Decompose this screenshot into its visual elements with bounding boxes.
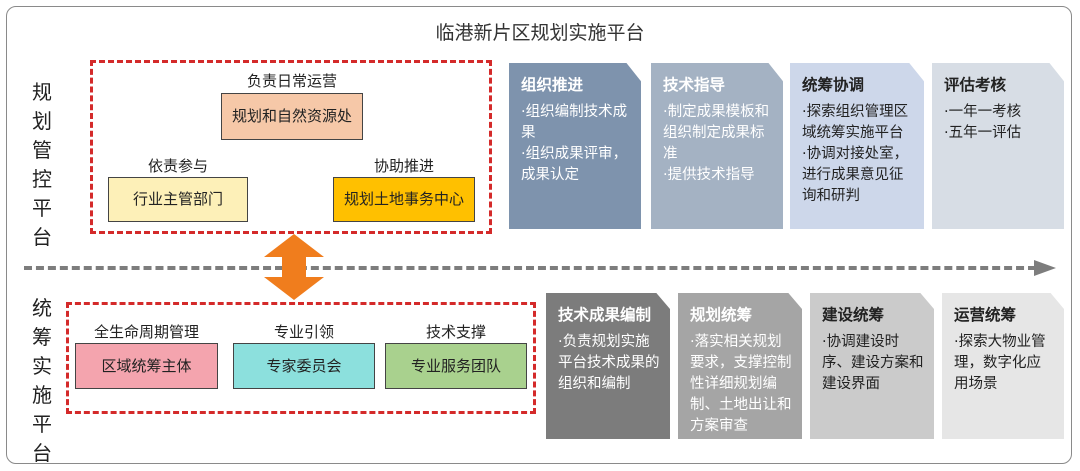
card-line: ·提供技术指导 [663,167,755,183]
bottom-card-compilation: 技术成果编制 ·负责规划实施平台技术成果的组织和编制 [546,293,670,439]
group-label: 专业引领 [273,323,334,341]
right-label: 协助推进 [373,157,434,175]
divider-arrow-icon [1034,260,1056,276]
double-arrow-icon [264,234,324,300]
card-line: ·组织编制技术成果 [521,104,628,141]
card-title: 技术指导 [663,76,726,94]
card-title: 统筹协调 [802,76,865,94]
card-title: 组织推进 [521,76,584,94]
right-box: 规划土地事务中心 [333,177,475,222]
card-line: ·一年一考核 [944,104,1022,120]
card-title: 评估考核 [944,76,1007,94]
card-title: 规划统筹 [690,306,753,324]
top-card-evaluation: 评估考核 ·一年一考核 ·五年一评估 [932,63,1064,229]
card-line: ·落实相关规划要求，支撑控制性详细规划编制、土地出让和方案审查 [690,334,792,434]
card-line: ·探索大物业管理，数字化应用场景 [954,334,1046,392]
bottom-card-planning: 规划统筹 ·落实相关规划要求，支撑控制性详细规划编制、土地出让和方案审查 [678,293,802,439]
top-side-label: 规划管控平台 [32,80,52,249]
group-box: 区域统筹主体 [75,343,218,389]
card-line: ·探索组织管理区域统筹实施平台 [802,104,909,141]
card-line: ·五年一评估 [944,125,1022,141]
top-card-coordination: 统筹协调 ·探索组织管理区域统筹实施平台 ·协调对接处室，进行成果意见征询和研判 [790,63,924,229]
left-box: 行业主管部门 [108,177,248,222]
outer-frame [6,6,1072,464]
card-line: ·协调对接处室，进行成果意见征询和研判 [802,146,909,204]
group-label: 技术支撑 [425,323,486,341]
card-title: 建设统筹 [822,306,885,324]
bottom-dashed-group [66,302,536,414]
card-line: ·制定成果模板和组织制定成果标准 [663,104,770,162]
bottom-card-construction: 建设统筹 ·协调建设时序、建设方案和建设界面 [810,293,934,439]
lead-label: 负责日常运营 [246,72,337,90]
group-box: 专家委员会 [233,343,375,389]
card-title: 运营统筹 [954,306,1017,324]
group-box: 专业服务团队 [385,343,527,389]
page-title: 临港新片区规划实施平台 [435,22,645,44]
top-card-organize: 组织推进 ·组织编制技术成果 ·组织成果评审，成果认定 [509,63,641,229]
card-line: ·协调建设时序、建设方案和建设界面 [822,334,924,392]
lead-box: 规划和自然资源处 [221,93,363,140]
divider-dashed-line [24,266,1036,270]
top-card-guidance: 技术指导 ·制定成果模板和组织制定成果标准 ·提供技术指导 [651,63,783,229]
bottom-side-label: 统筹实施平台 [32,296,52,465]
bottom-card-operation: 运营统筹 ·探索大物业管理，数字化应用场景 [942,293,1064,439]
card-line: ·负责规划实施平台技术成果的组织和编制 [558,334,660,392]
left-label: 依责参与 [147,157,208,175]
top-dashed-group [90,60,492,234]
card-title: 技术成果编制 [558,306,652,324]
group-label: 全生命周期管理 [93,323,199,341]
card-line: ·组织成果评审，成果认定 [521,146,628,183]
